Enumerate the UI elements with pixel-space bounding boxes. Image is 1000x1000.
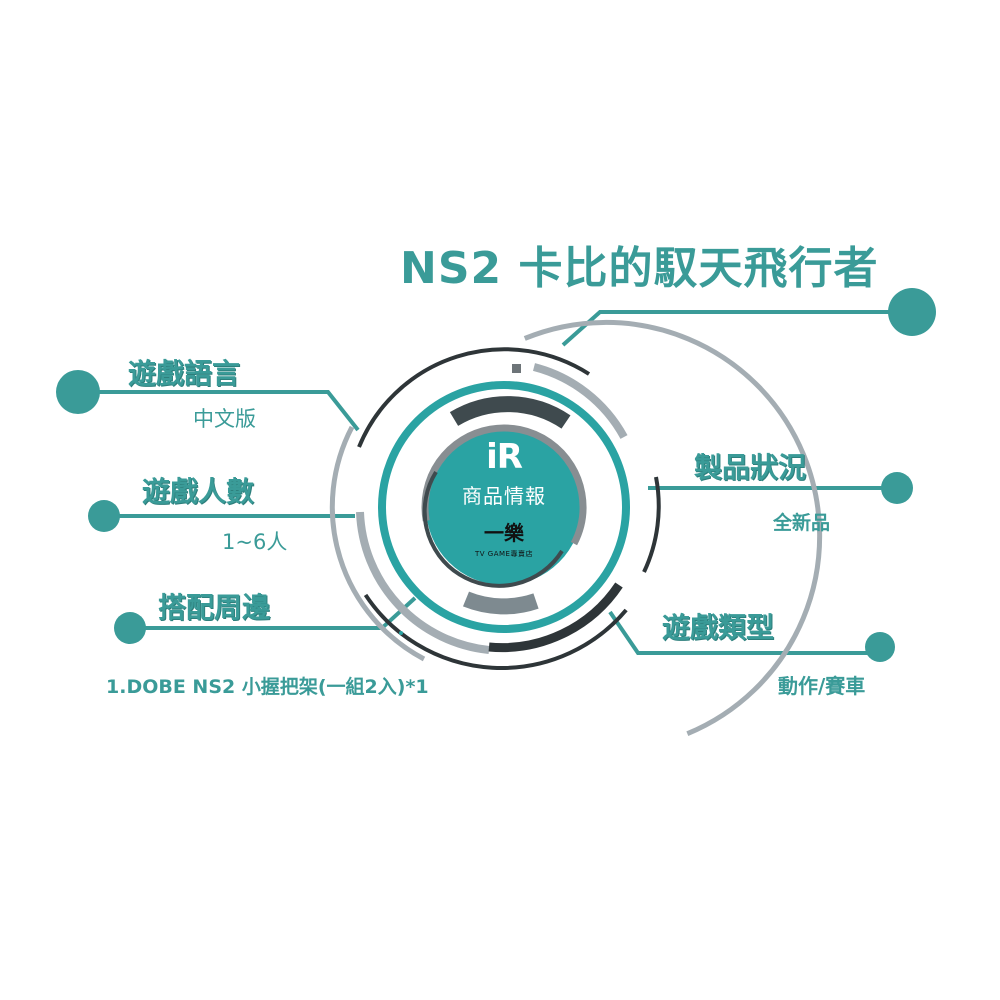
center-title: 商品情報 xyxy=(462,484,546,508)
connector-title xyxy=(561,310,912,347)
value-language: 中文版 xyxy=(193,407,256,431)
store-logo: iR xyxy=(486,437,523,477)
label-condition: 製品狀況 xyxy=(694,451,807,484)
dot-condition xyxy=(881,472,913,504)
connectors xyxy=(78,310,912,655)
dot-players xyxy=(88,500,120,532)
dot-accessories xyxy=(114,612,146,644)
value-genre: 動作/賽車 xyxy=(778,674,866,698)
product-title: NS2 卡比的馭天飛行者 xyxy=(400,243,879,294)
connector-genre xyxy=(608,610,880,655)
label-players: 遊戲人數 xyxy=(142,475,255,508)
label-accessories: 搭配周邊 xyxy=(158,591,271,624)
value-players: 1~6人 xyxy=(222,530,288,554)
value-condition: 全新品 xyxy=(773,512,831,534)
brand-name: 一樂 xyxy=(484,521,524,545)
value-accessories: 1.DOBE NS2 小握把架(一組2入)*1 xyxy=(106,676,429,698)
brand-subtitle: TV GAME專賣店 xyxy=(475,550,533,558)
dot-genre xyxy=(865,632,895,662)
rings xyxy=(329,319,823,737)
label-genre: 遊戲類型 xyxy=(662,611,775,644)
connector-language xyxy=(78,390,360,432)
center-badge: iR 商品情報 一樂 TV GAME專賣店 xyxy=(434,440,574,559)
label-language: 遊戲語言 xyxy=(128,357,241,390)
dot-language xyxy=(56,370,100,414)
dot-title xyxy=(888,288,936,336)
